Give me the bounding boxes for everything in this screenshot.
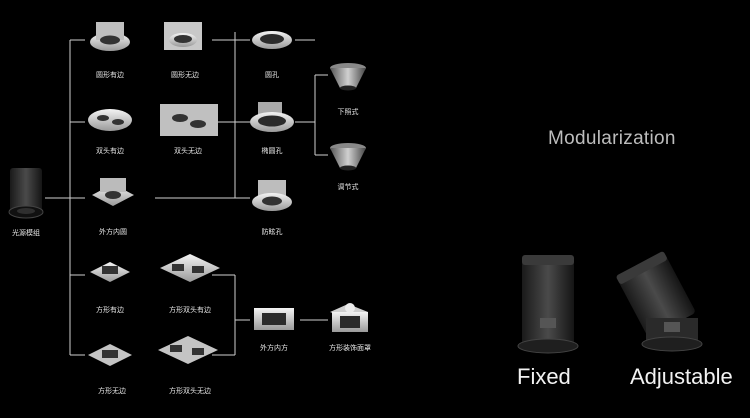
square-double-trim-no-edge-label: 方形双头无边: [169, 387, 211, 395]
square-trim-with-edge-label: 方形有边: [96, 306, 124, 314]
square-double-trim-with-edge-image: [160, 254, 220, 282]
adjustable-variant-label: Adjustable: [630, 364, 733, 389]
downlight-reflector-image: [330, 63, 366, 91]
adjustable-luminaire-image: [616, 251, 703, 352]
oval-hole-label: 椭圆孔: [261, 147, 283, 155]
page-title: Modularization: [548, 128, 676, 149]
round-trim-no-edge-label: 圆形无边: [171, 71, 199, 79]
connector-lines: [45, 32, 328, 356]
downlight-reflector-label: 下照式: [337, 108, 359, 116]
square-double-trim-with-edge-label: 方形双头有边: [169, 306, 211, 314]
fixed-luminaire-image: [517, 255, 579, 354]
square-out-square-in-image: [254, 308, 294, 330]
square-decorative-cover-label: 方形装饰面罩: [329, 344, 371, 352]
anti-glare-hole-image: [252, 180, 292, 211]
oval-hole-image: [250, 102, 294, 132]
square-trim-no-edge-label: 方形无边: [98, 387, 126, 395]
square-out-round-in-label: 外方内圆: [99, 228, 127, 236]
round-trim-with-edge-label: 圆形有边: [96, 71, 124, 79]
square-out-round-in-image: [92, 178, 134, 206]
anti-glare-hole-label: 防眩孔: [261, 228, 283, 236]
square-trim-no-edge-image: [88, 344, 132, 366]
double-trim-no-edge-image: [160, 104, 218, 136]
adjustable-reflector-label: 调节式: [337, 183, 359, 191]
square-double-trim-no-edge-image: [158, 336, 218, 364]
light-source-module-image: [8, 168, 44, 219]
round-trim-no-edge-image: [164, 22, 202, 50]
light-source-module-label: 光源模组: [12, 229, 40, 237]
double-trim-no-edge-label: 双头无边: [174, 147, 202, 155]
fixed-variant-label: Fixed: [517, 364, 571, 389]
double-trim-with-edge-label: 双头有边: [96, 147, 124, 155]
square-trim-with-edge-image: [90, 262, 130, 282]
round-hole-label: 圆孔: [265, 71, 279, 79]
round-hole-image: [252, 31, 292, 49]
double-trim-with-edge-image: [88, 109, 132, 131]
square-decorative-cover-image: [330, 303, 368, 332]
round-trim-with-edge-image: [90, 22, 130, 51]
square-out-square-in-label: 外方内方: [260, 344, 288, 352]
adjustable-reflector-image: [330, 143, 366, 171]
